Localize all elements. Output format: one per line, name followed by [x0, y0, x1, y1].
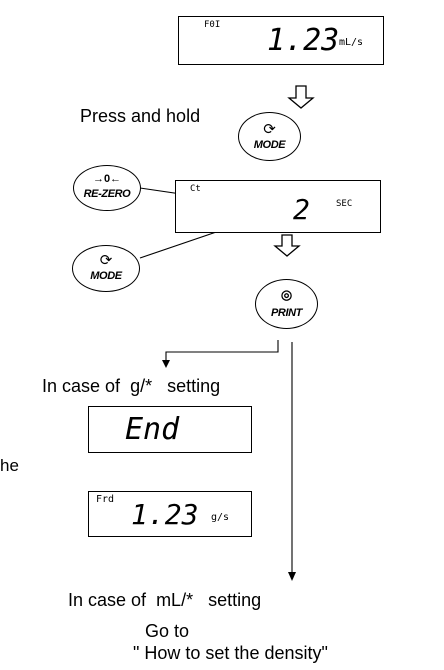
refresh-icon: ⟳	[263, 121, 276, 138]
display-mode-label: F0I	[204, 20, 221, 30]
down-arrow-2	[273, 234, 301, 257]
refresh-icon: ⟳	[99, 252, 113, 269]
density-reference: " How to set the density"	[133, 643, 328, 663]
display-unit: mL/s	[339, 37, 364, 48]
rezero-symbol-icon: →0←	[92, 173, 122, 185]
mode-button-label: MODE	[253, 139, 286, 151]
display-unit: g/s	[211, 512, 230, 523]
print-button[interactable]: ◎ PRINT	[255, 279, 318, 329]
truncated-side-text: he	[0, 456, 19, 475]
display-flow-rate: F0I 1.23 mL/s	[178, 16, 384, 65]
case-ml-heading: In case of mL/* setting	[68, 590, 262, 610]
display-value: End	[125, 412, 180, 447]
display-end: End	[88, 406, 252, 453]
print-button-label: PRINT	[270, 307, 302, 319]
display-mode-label: Frd	[96, 494, 115, 505]
display-value-blinking: 2	[293, 193, 310, 226]
display-unit: SEC	[336, 199, 353, 209]
go-to-label: Go to	[145, 621, 190, 641]
mode-button-top[interactable]: ⟳ MODE	[238, 112, 301, 161]
display-value: 1.23	[131, 498, 199, 531]
case-g-heading: In case of g/* setting	[42, 376, 221, 396]
rezero-button[interactable]: →0← RE-ZERO	[73, 165, 141, 211]
branch-g	[165, 340, 279, 365]
print-icon: ◎	[280, 287, 293, 302]
display-density-result: Frd 1.23 g/s	[88, 491, 252, 537]
mode-button-label: MODE	[90, 270, 122, 282]
display-mode-label: Ct	[190, 184, 201, 194]
display-value: 1.23	[267, 23, 340, 58]
mode-button-lower[interactable]: ⟳ MODE	[72, 245, 140, 292]
rezero-button-label: RE-ZERO	[83, 188, 131, 200]
down-arrow-1	[287, 85, 315, 109]
press-and-hold-label: Press and hold	[80, 106, 201, 126]
display-time-setting: Ct 2 SEC	[175, 180, 381, 233]
